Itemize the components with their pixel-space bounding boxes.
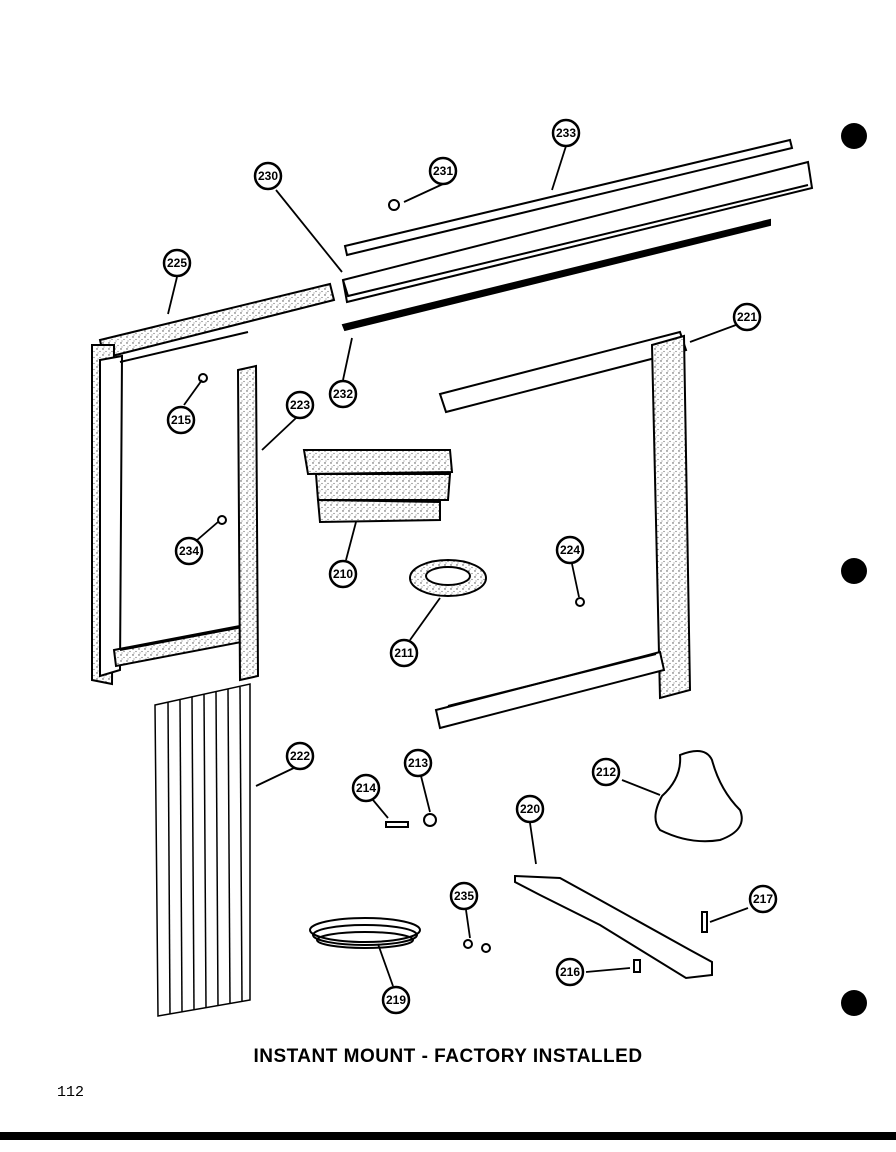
binder-hole-middle — [841, 558, 867, 584]
callout-224-label: 224 — [560, 543, 580, 557]
diagram-caption: INSTANT MOUNT - FACTORY INSTALLED — [253, 1046, 643, 1067]
callout-223-label: 223 — [290, 398, 310, 412]
leader-lines — [167, 145, 749, 987]
right-frame — [434, 330, 692, 730]
callout-214-label: 214 — [356, 781, 376, 795]
callout-222-label: 222 — [290, 749, 310, 763]
callout-220: 220 — [515, 794, 545, 824]
callout-225: 225 — [162, 248, 192, 278]
callout-217: 217 — [748, 884, 778, 914]
callout-221: 221 — [732, 302, 762, 332]
seal-strip — [302, 449, 454, 524]
support-bracket — [514, 874, 713, 980]
foam-roll — [409, 559, 487, 597]
callout-213-label: 213 — [408, 756, 428, 770]
callout-211: 211 — [389, 638, 419, 668]
binder-hole-top — [841, 123, 867, 149]
callout-210: 210 — [328, 559, 358, 589]
callout-222: 222 — [285, 741, 315, 771]
callout-233: 233 — [551, 118, 581, 148]
callout-219: 219 — [381, 985, 411, 1015]
cord-coil — [309, 917, 421, 949]
binder-hole-bottom — [841, 990, 867, 1016]
scan-edge — [0, 1132, 896, 1152]
callout-231: 231 — [428, 156, 458, 186]
callout-219-label: 219 — [386, 993, 406, 1007]
small-hardware — [198, 199, 708, 973]
callout-235-label: 235 — [454, 889, 474, 903]
callout-212-label: 212 — [596, 765, 616, 779]
callout-232-label: 232 — [333, 387, 353, 401]
callout-217-label: 217 — [753, 892, 773, 906]
left-frame — [91, 282, 336, 686]
callout-221-label: 221 — [737, 310, 757, 324]
callout-230: 230 — [253, 161, 283, 191]
callout-230-label: 230 — [258, 169, 278, 183]
callout-231-label: 231 — [433, 164, 453, 178]
top-rail-assembly — [341, 138, 814, 332]
callout-211-label: 211 — [394, 646, 414, 660]
callout-213: 213 — [403, 748, 433, 778]
callout-216-label: 216 — [560, 965, 580, 979]
callout-225-label: 225 — [167, 256, 187, 270]
callout-235: 235 — [449, 881, 479, 911]
callout-215-label: 215 — [171, 413, 191, 427]
callout-234: 234 — [174, 536, 204, 566]
callout-233-label: 233 — [556, 126, 576, 140]
callout-214: 214 — [351, 773, 381, 803]
pleated-curtain — [154, 683, 251, 1017]
page-number: 112 — [57, 1084, 85, 1101]
callout-212: 212 — [591, 757, 621, 787]
callout-210-label: 210 — [333, 567, 353, 581]
hardware-bag — [654, 750, 743, 843]
callout-234-label: 234 — [179, 544, 199, 558]
callout-220-label: 220 — [520, 802, 540, 816]
callout-232: 232 — [328, 379, 358, 409]
callout-224: 224 — [555, 535, 585, 565]
callout-215: 215 — [166, 405, 196, 435]
vertical-strip — [236, 364, 260, 682]
callout-216: 216 — [555, 957, 585, 987]
callout-223: 223 — [285, 390, 315, 420]
